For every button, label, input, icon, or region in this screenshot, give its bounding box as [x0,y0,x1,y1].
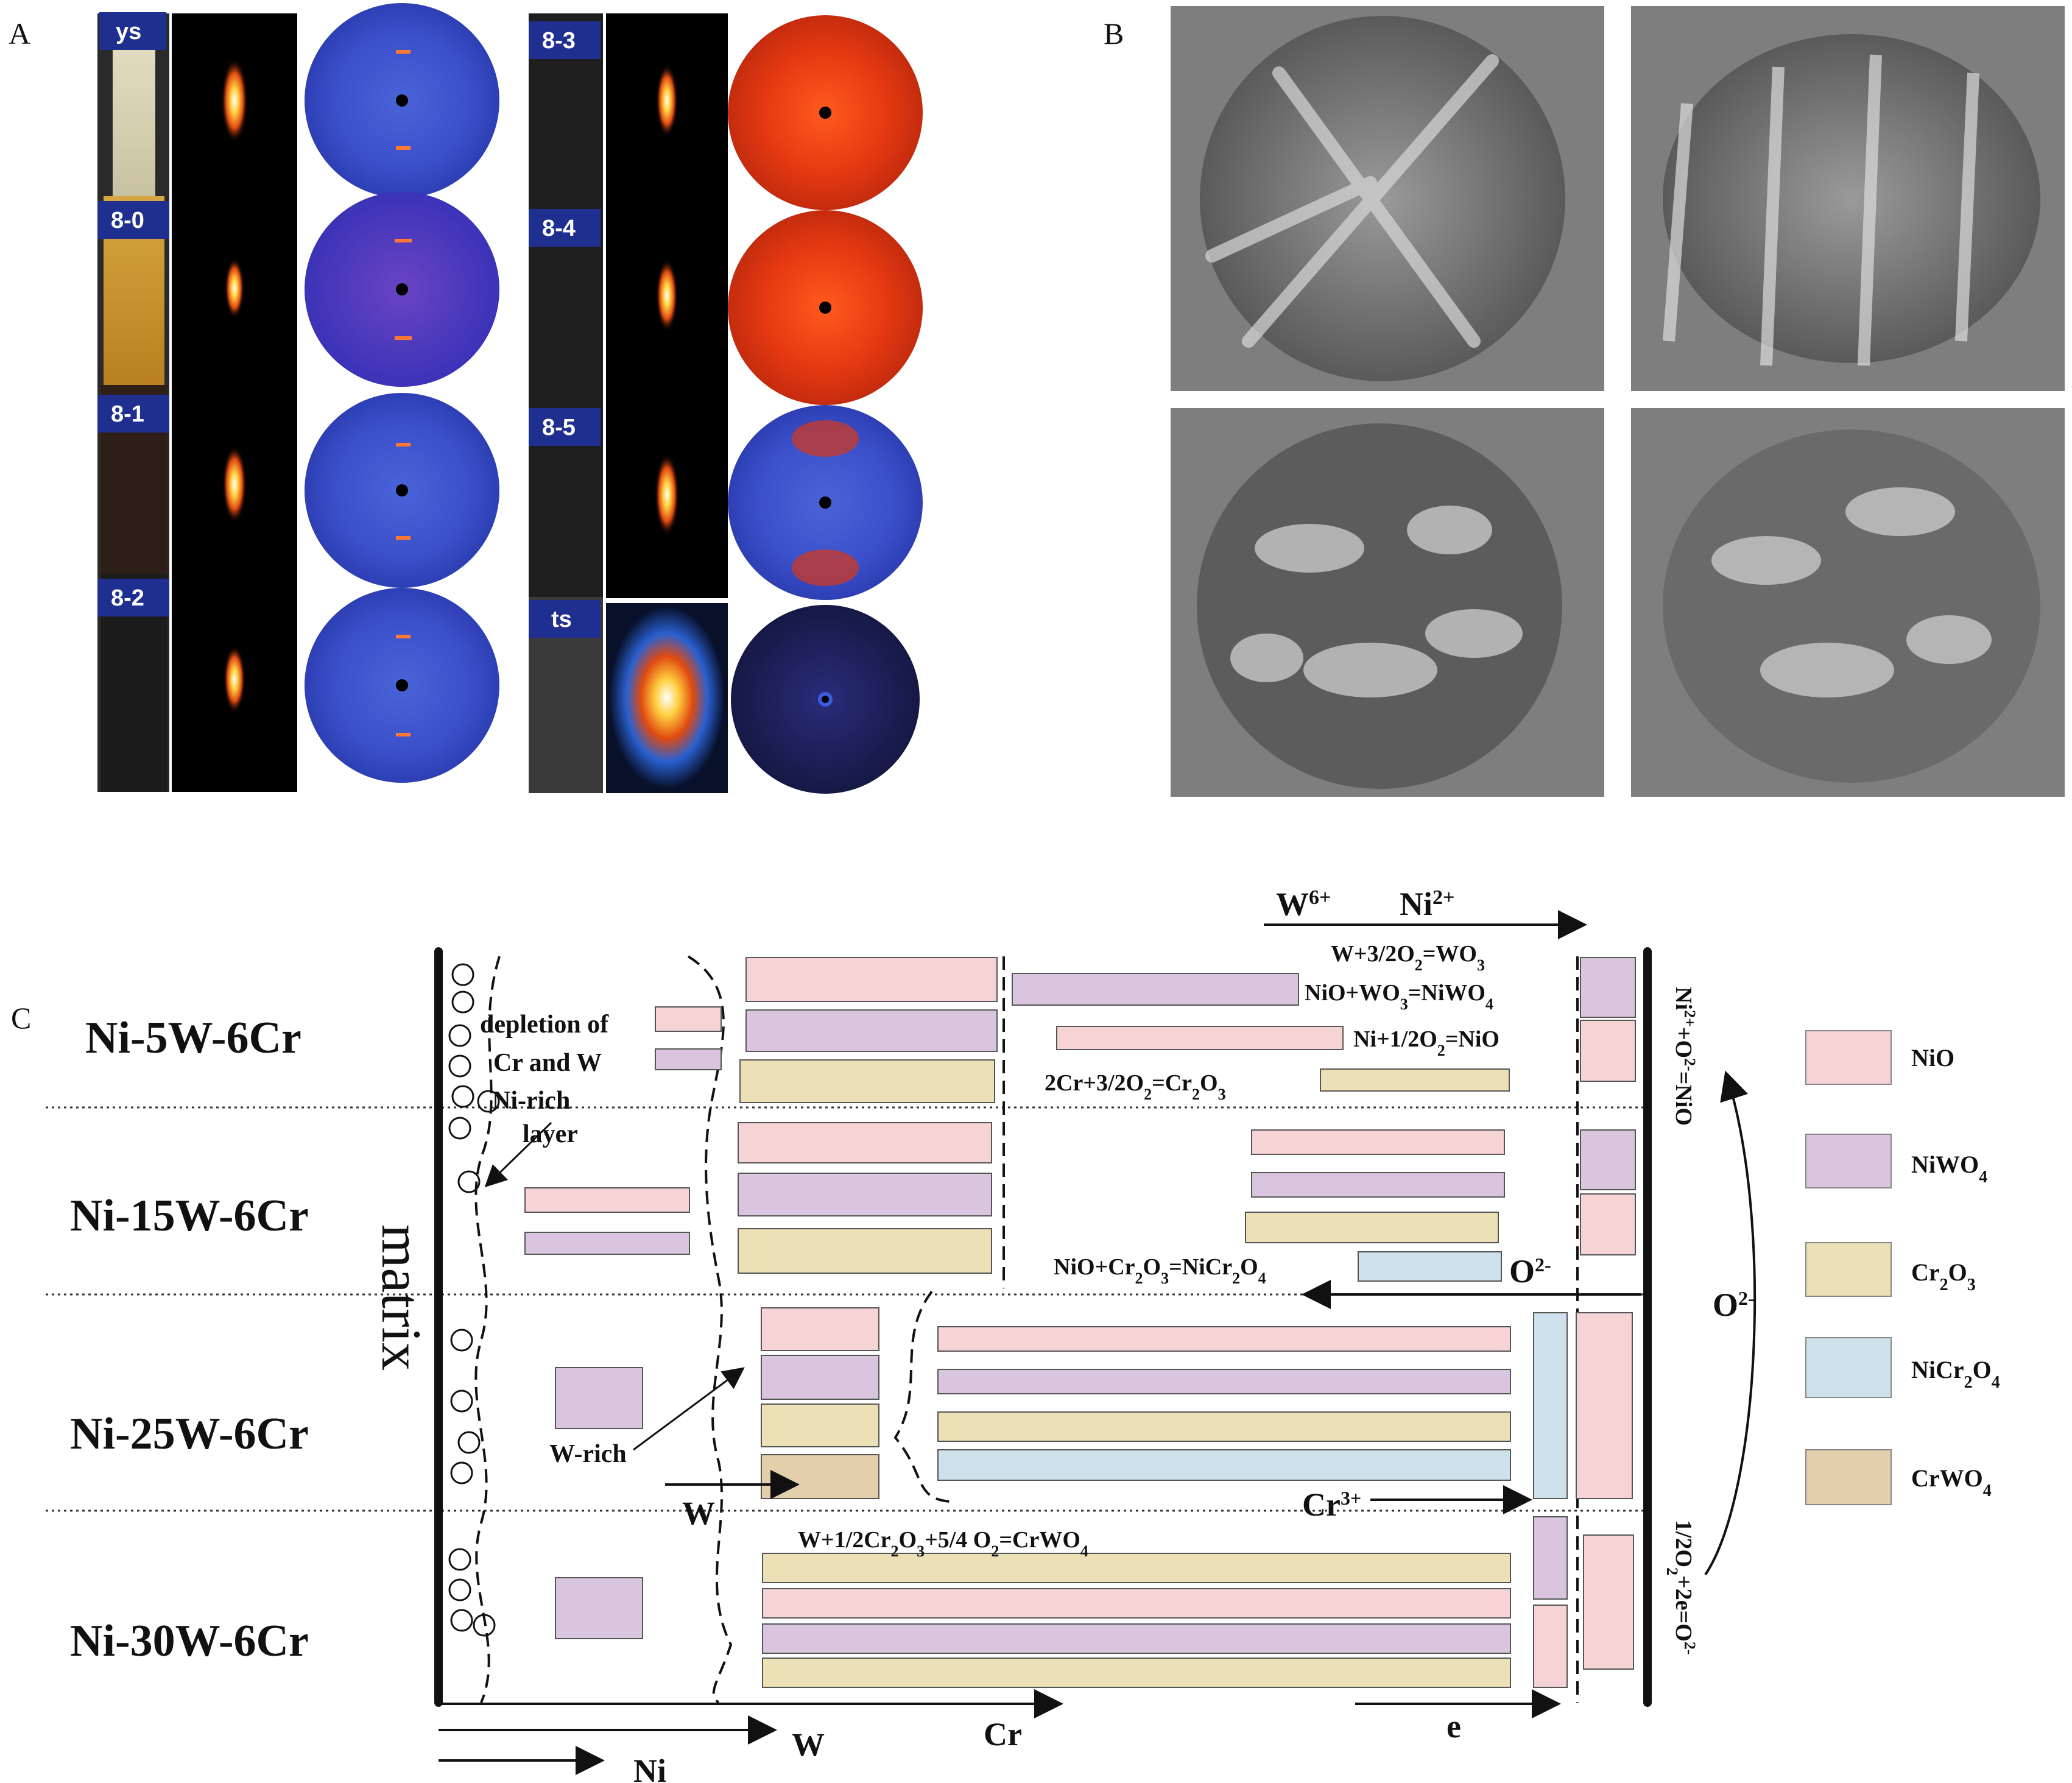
w-rich-pointer [633,1367,745,1451]
ni-rich-label: Ni-rich [492,1087,570,1115]
oxide-boxes-row4 [555,1516,1634,1688]
svg-text:8-1: 8-1 [111,401,144,427]
ni-arrow-label: Ni [633,1753,666,1783]
oxygen-curved-arrow [1704,1070,1757,1576]
svg-text:ts: ts [551,607,572,632]
row-label-ni-15w-6cr: Ni-15W-6Cr [70,1191,309,1241]
row-label-ni-25w-6cr: Ni-25W-6Cr [70,1409,309,1459]
sample-tag-8-3: 8-3 [529,21,601,59]
waxs-pattern-8-0 [305,192,499,387]
micrograph-top-right [1631,6,2065,391]
svg-text:8-0: 8-0 [111,208,144,233]
equation-w-oxidation: W+3/2O2=WO3 [1331,941,1485,974]
legend-swatch-crwo4 [1805,1449,1892,1505]
e-arrow-label: e [1447,1708,1461,1745]
equation-nicr2o4: NiO+Cr2O3=NiCr2O4 [1054,1254,1266,1287]
micrograph-bottom-right [1631,408,2065,797]
w-flux-label: W [682,1495,715,1531]
top-w-ion: W6+ [1276,886,1331,922]
panel-label-a: A [9,16,30,51]
w-rich-label: W-rich [549,1440,627,1468]
legend-label-niwo4: NiWO4 [1911,1151,1987,1187]
legend-swatch-niwo4 [1805,1134,1892,1188]
legend-swatch-cr2o3 [1805,1242,1892,1297]
equation-ni-o-nio: Ni2++O2-=NiO [1671,987,1699,1126]
cr-arrow-label: Cr [984,1716,1022,1753]
waxs-pattern-ys [305,3,499,198]
legend-label-nio: NiO [1911,1044,1954,1072]
ni-rich-pointer [484,1121,552,1188]
svg-text:ys: ys [116,19,141,44]
w-arrow-label: W [792,1726,825,1763]
waxs-pattern-8-5 [728,405,923,600]
top-ni-ion: Ni2+ [1400,886,1454,922]
legend-label-cr2o3: Cr2O3 [1911,1259,1976,1294]
sample-tag-8-0: 8-0 [97,201,169,239]
cr3-ion-label: Cr3+ [1302,1486,1361,1523]
sample-tag-ts: ts [529,600,601,638]
matrix-label: matrix [370,1224,432,1371]
sample-tag-8-2: 8-2 [97,579,169,616]
equation-cr2o3: 2Cr+3/2O2=Cr2O3 [1045,1070,1226,1103]
svg-text:8-3: 8-3 [542,28,576,54]
sample-tag-8-1: 8-1 [97,395,169,433]
legend-swatch-nio [1805,1030,1892,1085]
waxs-pattern-ts [731,605,920,794]
fiber-photo-column-right [529,13,603,793]
equation-niwo4: NiO+WO3=NiWO4 [1305,980,1493,1013]
panel-label-b: B [1104,16,1124,51]
panel-label-c: C [11,1001,31,1035]
ni-rich-bubbles [448,963,500,1637]
row-label-ni-30w-6cr: Ni-30W-6Cr [70,1616,309,1666]
saxs-column-left [172,13,297,792]
micrograph-bottom-left [1171,408,1604,797]
waxs-pattern-8-2 [305,588,499,783]
o2-ion-label: O2- [1509,1253,1551,1290]
sample-tag-8-5: 8-5 [529,408,601,446]
oxide-boxes-row1 [655,957,1636,1103]
micrograph-top-left [1171,6,1604,391]
equation-o2-reduction: 1/2O2+2e=O2- [1664,1520,1699,1655]
legend-label-crwo4: CrWO4 [1911,1464,1992,1500]
depletion-label-line2: Cr and W [493,1049,602,1077]
legend-swatch-nicr2o4 [1805,1337,1892,1398]
sample-tag-ys: ys [99,12,166,50]
depletion-label: depletion of [480,1011,609,1039]
ni-rich-label-line2: layer [523,1120,578,1148]
svg-text:8-2: 8-2 [111,585,144,611]
equation-nio: Ni+1/2O2=NiO [1353,1026,1499,1059]
o2-curve-label: O2- [1713,1287,1755,1323]
waxs-pattern-8-1 [305,393,499,588]
waxs-pattern-8-4 [728,210,923,405]
sample-tag-8-4: 8-4 [529,209,601,247]
saxs-column-right [606,13,728,793]
legend-label-nicr2o4: NiCr2O4 [1911,1356,2000,1392]
svg-text:8-4: 8-4 [542,216,576,241]
waxs-pattern-8-3 [728,15,923,210]
legend: NiO NiWO4 Cr2O3 NiCr2O4 CrWO4 [1805,1030,2000,1505]
oxide-boxes-row3 [555,1307,1633,1499]
oxide-boxes-row2 [524,1122,1636,1282]
svg-text:8-5: 8-5 [542,415,576,440]
row-label-ni-5w-6cr: Ni-5W-6Cr [85,1013,301,1063]
